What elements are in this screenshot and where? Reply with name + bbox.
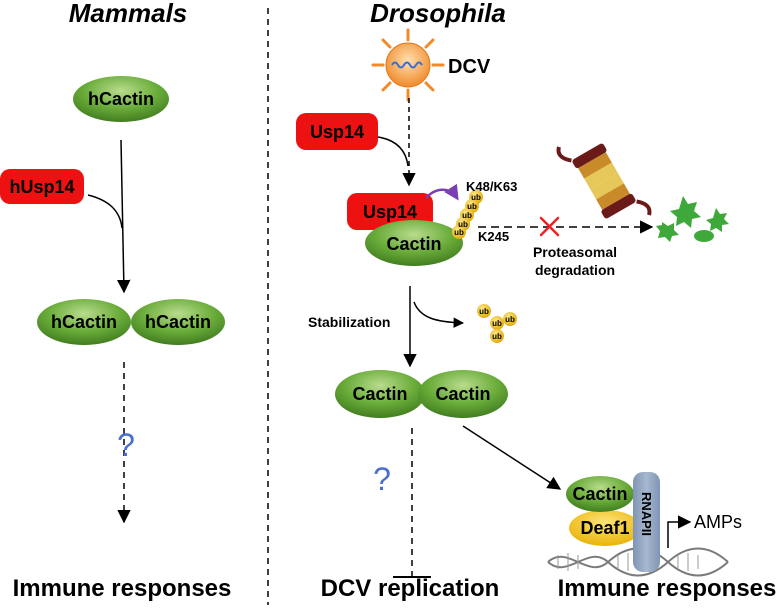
rnapii-label: RNAPII — [639, 492, 654, 536]
right-panel-title: Drosophila — [370, 0, 506, 28]
ub-5: ub — [454, 228, 464, 237]
hcactin-dimer: hCactin hCactin — [37, 299, 225, 345]
hcactin-b-label: hCactin — [145, 312, 211, 332]
husp14-join-curve — [87, 194, 123, 229]
usp14-top-label: Usp14 — [310, 122, 364, 142]
hcactin-top-node: hCactin — [73, 76, 169, 122]
right-question-mark: ? — [373, 461, 391, 497]
ub-chain: ub ub ub ub ub — [452, 190, 483, 239]
dcv-virus-icon — [371, 28, 445, 102]
ub-1: ub — [471, 193, 481, 202]
cactin-a-label: Cactin — [352, 384, 407, 404]
ub-3: ub — [462, 211, 472, 220]
deubiquitination-arrow — [425, 183, 459, 201]
free-ub-2: ub — [492, 319, 502, 328]
transcription-arrow — [667, 515, 692, 548]
cactin-to-nucleus-arrow — [462, 425, 562, 490]
degraded-fragments-icon — [656, 196, 729, 242]
linkage-label: K48/K63 — [466, 179, 517, 194]
free-ub-4: ub — [492, 332, 502, 341]
stabilization-label: Stabilization — [308, 314, 390, 330]
proteasome-icon — [556, 143, 652, 219]
proteasome-label-2: degradation — [535, 262, 615, 278]
cactin-b-label: Cactin — [435, 384, 490, 404]
usp14-join-curve — [377, 136, 409, 167]
hcactin-a-label: hCactin — [51, 312, 117, 332]
block-x-icon — [539, 216, 560, 237]
usp14-cactin-complex: Usp14 Cactin — [347, 193, 463, 266]
left-main-arrow — [117, 139, 131, 294]
usp14-top-node: Usp14 — [296, 113, 378, 150]
free-ub-cluster: ub ub ub ub — [477, 304, 517, 343]
free-ub-1: ub — [479, 307, 489, 316]
left-question-mark: ? — [117, 427, 135, 463]
deaf1-label: Deaf1 — [580, 518, 629, 538]
left-outcome-immune: Immune responses — [13, 575, 232, 602]
ub-4: ub — [458, 220, 468, 229]
left-panel-title: Mammals — [69, 0, 188, 28]
ub-2: ub — [467, 202, 477, 211]
proteasome-label-1: Proteasomal — [533, 244, 617, 260]
amps-label: AMPs — [694, 512, 742, 532]
husp14-label: hUsp14 — [9, 177, 74, 197]
dcv-label: DCV — [448, 56, 491, 78]
ub-release-arrow — [413, 301, 465, 328]
husp14-node: hUsp14 — [0, 169, 84, 204]
cactin-complex-label: Cactin — [386, 234, 441, 254]
usp14-complex-label: Usp14 — [363, 202, 417, 222]
outcome-dcv-replication: DCV replication — [321, 575, 500, 602]
transcription-complex: Deaf1 Cactin RNAPII — [566, 472, 660, 572]
site-label: K245 — [478, 229, 509, 244]
outcome-immune-right: Immune responses — [558, 575, 777, 602]
free-ub-3: ub — [505, 315, 515, 324]
hcactin-top-label: hCactin — [88, 89, 154, 109]
cactin-tf-label: Cactin — [572, 484, 627, 504]
cactin-dimer: Cactin Cactin — [335, 370, 508, 418]
